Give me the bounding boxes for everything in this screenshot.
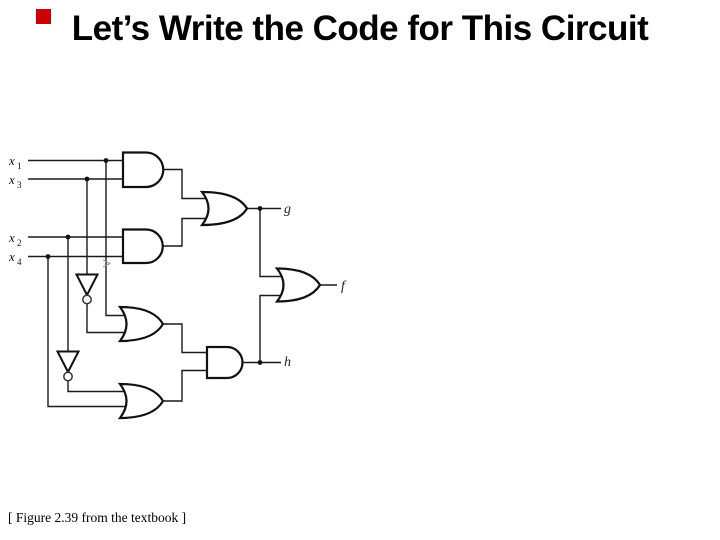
- input-label-x2: x: [8, 230, 15, 245]
- slide-title: Let’s Write the Code for This Circuit: [71, 9, 649, 48]
- not-gate-x3-bubble: [82, 294, 92, 305]
- not-gate-x2-bubble: [63, 371, 73, 382]
- or-gate-f: [274, 267, 322, 303]
- not-gate-x2: [55, 350, 81, 375]
- figure-caption: [ Figure 2.39 from the textbook ]: [8, 510, 187, 525]
- slide-accent-marker: [36, 9, 51, 24]
- input-label-x3: x: [8, 172, 15, 187]
- input-label-x1-sub: 1: [17, 161, 22, 171]
- output-label-h: h: [284, 355, 291, 370]
- input-label-x3-sub: 3: [17, 180, 22, 190]
- or-gate-notx2-x4: [117, 382, 165, 420]
- output-label-g: g: [284, 202, 291, 217]
- output-label-f: f: [341, 279, 347, 294]
- and-gate-x2x4: [121, 228, 164, 265]
- not-gate-x3: [74, 273, 100, 298]
- or-gate-g: [199, 190, 249, 227]
- wire-crossing-mark: [102, 259, 112, 268]
- and-gate-h: [205, 345, 244, 380]
- input-label-x4: x: [8, 249, 15, 264]
- input-label-x4-sub: 4: [17, 257, 22, 267]
- or-gate-x1-notx3: [117, 305, 165, 343]
- junction-dots: [45, 158, 263, 365]
- input-label-x2-sub: 2: [17, 238, 22, 248]
- and-gate-x1x3: [121, 151, 165, 189]
- input-label-x1: x: [8, 153, 15, 168]
